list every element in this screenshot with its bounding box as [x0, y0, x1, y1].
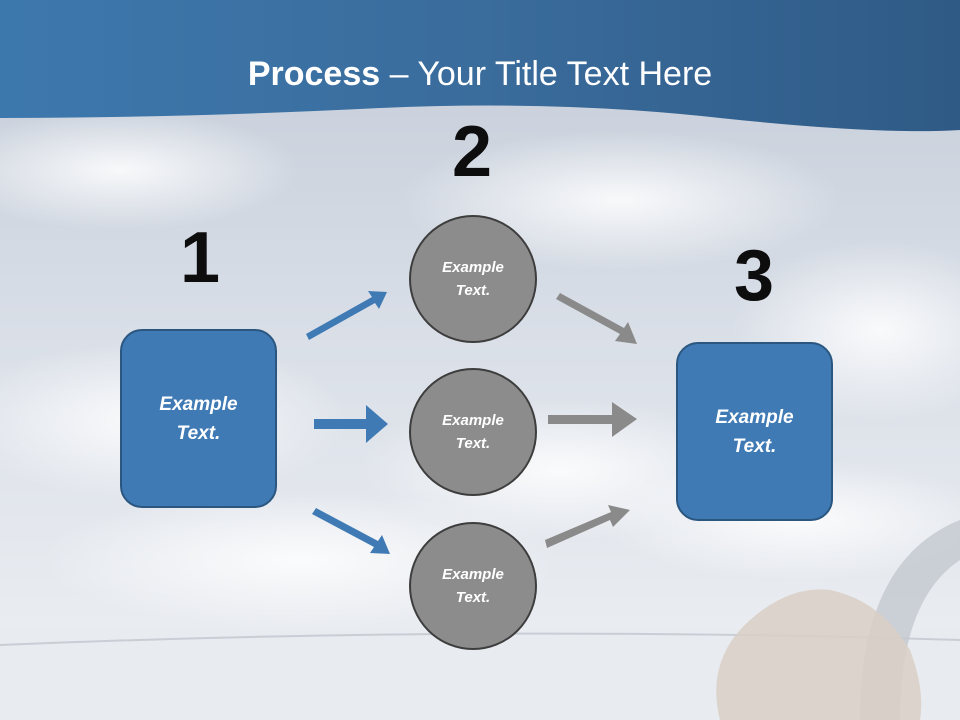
step-number-1: 1 [179, 218, 221, 298]
top-circle-line1: Example [442, 259, 504, 276]
left-box-line2: Text. [176, 422, 221, 444]
bottom-circle-line1: Example [442, 566, 504, 583]
arrow-bottom-to-right [545, 505, 630, 548]
arrow-left-to-middle [314, 405, 388, 443]
step-number-2: 2 [451, 112, 493, 192]
arrow-left-to-bottom [312, 508, 390, 554]
middle-circle-line1: Example [442, 412, 504, 429]
arrow-top-to-right [556, 293, 637, 344]
right-box-line1: Example [715, 406, 794, 428]
right-box-line2: Text. [732, 435, 777, 457]
step-number-3: 3 [733, 236, 775, 316]
left-box-line1: Example [159, 393, 238, 415]
bottom-circle-line2: Text. [455, 589, 491, 606]
arrow-middle-to-right [548, 402, 637, 437]
title-rest: – Your Title Text Here [380, 55, 713, 93]
title-bold: Process [247, 55, 381, 93]
middle-circle-line2: Text. [455, 435, 491, 452]
arrow-left-to-top [306, 291, 387, 340]
slide-title: Process – Your Title Text Here [0, 52, 960, 96]
top-circle-line2: Text. [455, 282, 491, 299]
